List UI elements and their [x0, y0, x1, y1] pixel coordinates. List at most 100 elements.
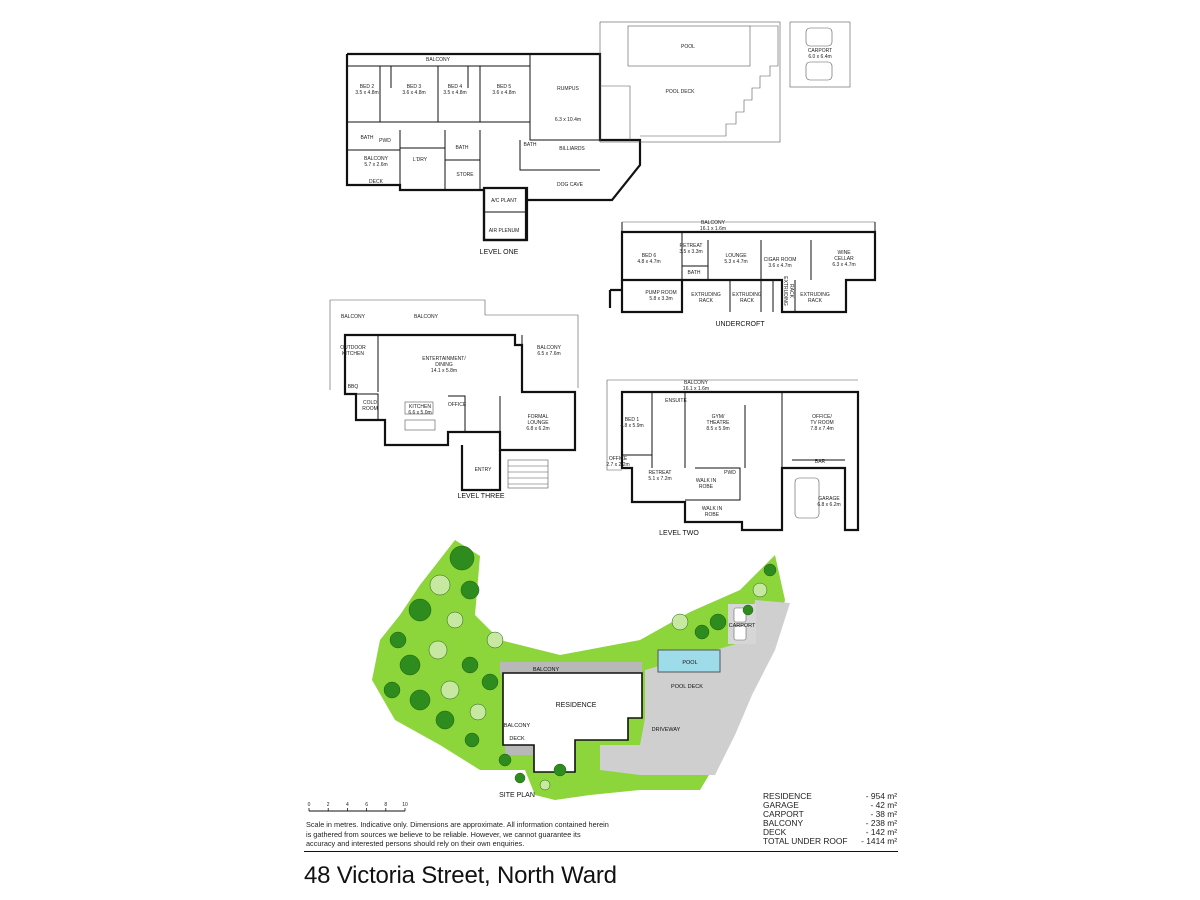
l1-rumpus-dim: 6.3 x 10.4m [555, 117, 581, 123]
uc-rack3b: RACK [788, 284, 794, 299]
undercroft-title: UNDERCROFT [716, 321, 766, 328]
scale-tick-label: 10 [402, 802, 408, 808]
uc-bed6-dim: 4.8 x 4.7m [637, 259, 660, 265]
uc-rack2b: RACK [740, 298, 755, 304]
l2-balcony-dim: 16.1 x 1.6m [683, 386, 709, 392]
uc-retreat-label: RETREAT [680, 243, 703, 249]
level-one-plan: BALCONY BED 2 3.5 x 4.8m BED 3 3.6 x 4.8… [345, 21, 851, 256]
l3-cold1: COLD [363, 400, 377, 406]
l1-deck-label: DECK [369, 179, 384, 185]
level-three-title: LEVEL THREE [457, 493, 504, 500]
l1-bed2-label: BED 2 [360, 84, 375, 90]
area-row: BALCONY- 238 m² [763, 819, 897, 828]
tree-icon [671, 613, 689, 631]
uc-bath-label: BATH [688, 270, 701, 276]
area-row: TOTAL UNDER ROOF- 1414 m² [763, 837, 897, 846]
area-value: - 238 m² [865, 818, 897, 829]
undercroft-plan: BALCONY 16.1 x 1.6m BED 6 4.8 x 4.7m RET… [608, 220, 877, 328]
l2-bar: BAR [815, 459, 826, 465]
level-two-title: LEVEL TWO [659, 530, 699, 537]
l2-office-s: OFFICE [609, 456, 628, 462]
uc-rack4b: RACK [808, 298, 823, 304]
tree-icon [464, 732, 480, 748]
l3-bbq: BBQ [348, 384, 359, 390]
site-deck: DECK [509, 736, 525, 742]
tree-icon [709, 613, 727, 631]
area-label: GARAGE [763, 800, 799, 811]
scale-tick-label: 8 [384, 802, 387, 808]
level-one-title: LEVEL ONE [480, 249, 519, 256]
l1-bed3-label: BED 3 [407, 84, 422, 90]
uc-pump-label: PUMP ROOM [645, 290, 676, 296]
l3-balcony3-dim: 6.5 x 7.6m [537, 351, 560, 357]
scale-tick-label: 0 [308, 802, 311, 808]
tree-icon [409, 689, 431, 711]
l2-ensuite-label: ENSUITE [665, 398, 687, 404]
tree-icon [752, 582, 768, 598]
l3-ent-dim: 14.1 x 5.8m [431, 368, 457, 374]
l3-balcony2-label: BALCONY [414, 314, 439, 320]
site-carport: CARPORT [729, 623, 756, 629]
site-pooldeck: POOL DECK [671, 684, 703, 690]
l3-cold2: ROOM [362, 406, 378, 412]
l1-bath1-label: BATH [361, 135, 374, 141]
l1-dogcave-label: DOG CAVE [557, 182, 584, 188]
l1-bed2-dim: 3.5 x 4.8m [355, 90, 378, 96]
uc-balcony-dim: 16.1 x 1.6m [700, 226, 726, 232]
area-label: DECK [763, 827, 787, 838]
uc-wine-dim: 6.3 x 4.7m [832, 262, 855, 268]
l3-outdoor2: KITCHEN [342, 351, 364, 357]
l1-pool-label: POOL [681, 44, 695, 50]
l2-walkin2a: WALK IN [702, 506, 723, 512]
l2-balcony-label: BALCONY [684, 380, 709, 386]
l2-office2: TV ROOM [810, 420, 833, 426]
l1-pooldeck-label: POOL DECK [666, 89, 696, 95]
site-pool-label: POOL [682, 660, 697, 666]
area-row: DECK- 142 m² [763, 828, 897, 837]
tree-icon [469, 703, 487, 721]
uc-cigar-label: CIGAR ROOM [764, 257, 797, 263]
tree-icon [742, 604, 754, 616]
tree-icon [446, 611, 464, 629]
site-plan-title: SITE PLAN [499, 792, 535, 799]
area-label: RESIDENCE [763, 791, 812, 801]
area-value: - 42 m² [870, 800, 897, 811]
l3-balcony3-label: BALCONY [537, 345, 562, 351]
l1-balcony2-label: BALCONY [364, 156, 389, 162]
property-address: 48 Victoria Street, North Ward [304, 862, 617, 889]
l1-bed4-dim: 3.5 x 4.8m [443, 90, 466, 96]
uc-rack1a: EXTRUDING [691, 292, 721, 298]
l2-office-s-dim: 2.7 x 2.2m [606, 462, 629, 468]
tree-icon [449, 545, 475, 571]
l1-bed5-label: BED 5 [497, 84, 512, 90]
tree-icon [440, 680, 460, 700]
tree-icon [498, 753, 512, 767]
area-row: GARAGE - 42 m² [763, 800, 897, 811]
divider [304, 851, 898, 852]
scale-tick-label: 4 [346, 802, 349, 808]
l1-ldry-label: L'DRY [413, 157, 428, 163]
level-three-plan: BALCONY BALCONY BALCONY 6.5 x 7.6m OUTDO… [329, 299, 579, 500]
uc-balcony-label: BALCONY [701, 220, 726, 226]
tree-icon [694, 624, 710, 640]
uc-bed6-label: BED 6 [642, 253, 657, 259]
l1-rumpus-label: RUMPUS [557, 86, 579, 92]
l2-walkin1b: ROBE [699, 484, 714, 490]
uc-rack4a: EXTRUDING [800, 292, 830, 298]
area-value: - 38 m² [870, 809, 897, 820]
l1-store-label: STORE [456, 172, 474, 178]
l2-gym1: GYM/ [712, 414, 725, 420]
scale-tick-label: 6 [365, 802, 368, 808]
l1-balcony2-dim: 5.7 x 2.6m [364, 162, 387, 168]
l3-outdoor1: OUTDOOR [340, 345, 366, 351]
l1-carport-label: CARPORT [808, 48, 832, 54]
tree-icon [435, 710, 455, 730]
site-pool [657, 649, 721, 673]
uc-rack1b: RACK [699, 298, 714, 304]
area-schedule: RESIDENCE- 954 m² GARAGE- 42 m² CARPORT-… [763, 791, 897, 847]
uc-retreat-dim: 3.5 x 3.3m [679, 249, 702, 255]
tree-icon [399, 654, 421, 676]
l3-ent1: ENTERTAINMENT/ [422, 356, 466, 362]
l2-garage-dim: 6.8 x 6.2m [817, 502, 840, 508]
area-row: CARPORT- 38 m² [763, 810, 897, 819]
